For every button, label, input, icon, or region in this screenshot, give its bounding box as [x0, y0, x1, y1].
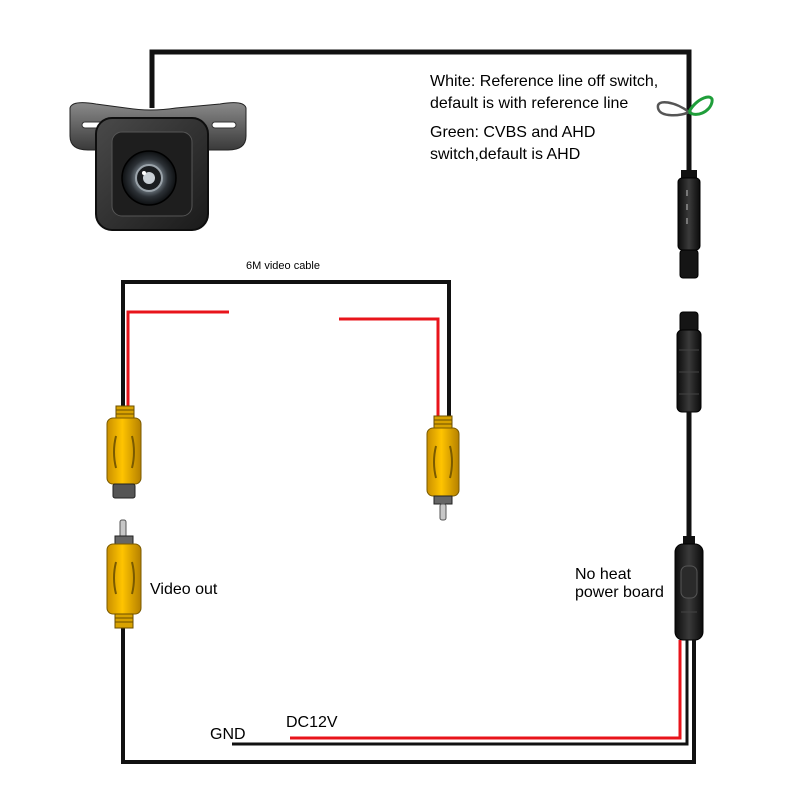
white-switch-label-line1: White: Reference line off switch,	[430, 73, 659, 90]
rca-male-connector-icon	[426, 415, 460, 521]
rca-video-out-connector-icon	[106, 519, 142, 629]
dc12v-label: DC12V	[286, 714, 338, 731]
gnd-label: GND	[210, 726, 246, 743]
green-switch-label-line2: switch,default is AHD	[430, 146, 581, 163]
white-switch-label-line2: default is with reference line	[430, 95, 629, 112]
video-cable-6m	[121, 280, 451, 420]
rca-female-connector-icon	[106, 405, 142, 499]
aviation-connector-upper	[677, 170, 701, 279]
wire-loop-icon	[656, 95, 714, 117]
green-switch-label-line1: Green: CVBS and AHD	[430, 124, 596, 141]
backup-camera-icon	[69, 102, 247, 231]
power-board-label-line2: power board	[575, 584, 664, 601]
camera-cable	[149, 49, 692, 178]
aviation-connector-lower	[676, 311, 702, 540]
video-cable-label: 6M video cable	[246, 260, 320, 272]
power-board-icon	[674, 536, 704, 641]
power-board-label-line1: No heat	[575, 566, 632, 583]
video-out-label: Video out	[150, 581, 218, 598]
power-wires	[121, 628, 696, 764]
